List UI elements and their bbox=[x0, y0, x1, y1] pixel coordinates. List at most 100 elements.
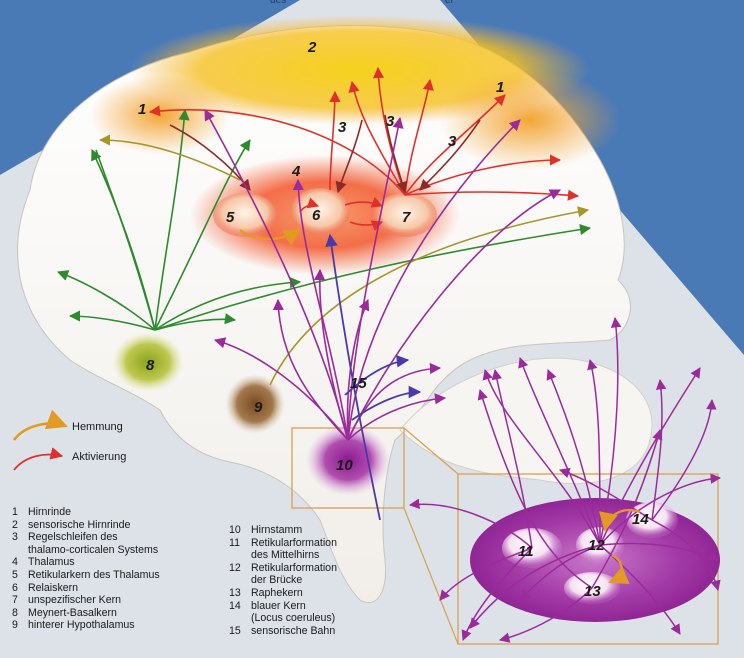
legend-text: thalamo-corticalen Systems bbox=[28, 543, 159, 556]
top-text-fragment-left: des bbox=[270, 0, 287, 6]
label-10: 10 bbox=[336, 457, 353, 474]
legend-text: der Brücke bbox=[251, 574, 303, 587]
legend-number: 15 bbox=[229, 624, 241, 637]
legend-number: 4 bbox=[12, 556, 18, 569]
legend-number bbox=[12, 544, 28, 557]
legend-number: 8 bbox=[12, 606, 18, 619]
sensory-tract bbox=[325, 233, 422, 521]
hypothalamus-region bbox=[225, 374, 285, 434]
legend-item: (Locus coeruleus) bbox=[229, 612, 337, 625]
nucleus-6 bbox=[290, 188, 350, 236]
legend-item: 9 hinterer Hypothalamus bbox=[12, 619, 160, 632]
legend-left: 1 Hirnrinde 2 sensorische Hirnrinde 3 Regelsc… bbox=[12, 506, 160, 632]
legend-item: thalamo-corticalen Systems bbox=[12, 544, 160, 557]
legend-number: 3 bbox=[12, 531, 18, 544]
legend-item: 14 blauer Kern bbox=[229, 600, 337, 613]
label-1-right: 1 bbox=[496, 79, 504, 96]
legend-item: des Mittelhirns bbox=[229, 549, 337, 562]
basal-nucleus-projections bbox=[56, 108, 592, 331]
label-11: 11 bbox=[518, 543, 534, 560]
legend-number: 6 bbox=[12, 581, 18, 594]
legend-text: (Locus coeruleus) bbox=[251, 612, 336, 625]
label-15: 15 bbox=[350, 375, 367, 392]
legend-number: 7 bbox=[12, 594, 18, 607]
label-1-left: 1 bbox=[138, 101, 146, 118]
label-14: 14 bbox=[632, 511, 649, 528]
legend-number: 12 bbox=[229, 561, 241, 574]
legend-text: Retikularformation bbox=[251, 536, 337, 549]
brainstem-inhibition bbox=[598, 508, 641, 585]
nucleus-7 bbox=[373, 193, 437, 237]
legend-number: 14 bbox=[229, 599, 241, 612]
legend-text: Hirnstamm bbox=[251, 524, 303, 536]
top-text-fragment-right: er bbox=[445, 0, 454, 6]
label-4: 4 bbox=[291, 163, 301, 180]
legend-text: hinterer Hypothalamus bbox=[28, 619, 135, 632]
basal-nucleus-region bbox=[112, 332, 184, 392]
legend-item: 4 Thalamus bbox=[12, 556, 160, 569]
legend-number bbox=[229, 549, 251, 562]
legend-number: 2 bbox=[12, 518, 18, 531]
inhibition-key-symbol bbox=[12, 409, 68, 441]
legend-text: Thalamus bbox=[28, 556, 75, 569]
legend-number bbox=[229, 612, 251, 625]
legend-number: 10 bbox=[229, 524, 241, 536]
legend-text: Raphekern bbox=[251, 586, 303, 599]
legend-text: Retikularformation bbox=[251, 561, 337, 574]
legend-number bbox=[229, 574, 251, 587]
label-3-c: 3 bbox=[448, 133, 457, 150]
activation-key-label: Aktivierung bbox=[72, 451, 127, 463]
legend-item: 1 Hirnrinde bbox=[12, 506, 160, 519]
legend-text: des Mittelhirns bbox=[251, 549, 320, 562]
legend-text: blauer Kern bbox=[251, 599, 306, 612]
label-12: 12 bbox=[588, 537, 605, 554]
nucleus-5 bbox=[213, 193, 277, 237]
activation-key-symbol bbox=[13, 447, 64, 471]
legend-number: 1 bbox=[12, 506, 18, 518]
label-6: 6 bbox=[312, 207, 321, 224]
legend-item: der Brücke bbox=[229, 574, 337, 587]
inhibition-arrow-5-6 bbox=[239, 229, 302, 246]
cortex-orange-right bbox=[440, 70, 620, 170]
zoom-connector-bottom bbox=[403, 507, 459, 645]
legend-item: 5 Retikularkern des Thalamus bbox=[12, 569, 160, 582]
legend-item: 10 Hirnstamm bbox=[229, 524, 337, 537]
legend-text: sensorische Bahn bbox=[251, 624, 336, 637]
label-8: 8 bbox=[146, 357, 155, 374]
legend-item: 8 Meynert-Basalkern bbox=[12, 607, 160, 620]
zoom-connector-top bbox=[403, 427, 459, 475]
legend-text: Meynert-Basalkern bbox=[28, 606, 117, 619]
legend-text: sensorische Hirnrinde bbox=[28, 518, 131, 531]
label-3-a: 3 bbox=[338, 119, 347, 136]
legend-text: Retikularkern des Thalamus bbox=[28, 568, 160, 581]
brainstem-projections bbox=[204, 109, 562, 441]
legend-item: 6 Relaiskern bbox=[12, 582, 160, 595]
legend-number: 11 bbox=[229, 536, 240, 549]
legend-number: 13 bbox=[229, 586, 241, 599]
legend-item: 2 sensorische Hirnrinde bbox=[12, 519, 160, 532]
cortex-orange-left bbox=[90, 75, 230, 155]
label-7: 7 bbox=[402, 209, 411, 226]
legend-text: Relaiskern bbox=[28, 581, 79, 594]
legend-number: 5 bbox=[12, 568, 18, 581]
hypothalamus-projections bbox=[98, 134, 590, 386]
legend-number: 9 bbox=[12, 619, 18, 632]
label-9: 9 bbox=[254, 399, 263, 416]
legend-item: 7 unspezifischer Kern bbox=[12, 594, 160, 607]
legend-item: 3 Regelschleifen des bbox=[12, 531, 160, 544]
label-3-b: 3 bbox=[386, 113, 395, 130]
inhibition-key-label: Hemmung bbox=[72, 421, 123, 433]
legend-item: 11 Retikularformation bbox=[229, 537, 337, 550]
legend-item: 15 sensorische Bahn bbox=[229, 625, 337, 638]
legend-text: unspezifischer Kern bbox=[28, 594, 122, 607]
legend-text: Regelschleifen des bbox=[28, 531, 118, 544]
legend-item: 13 Raphekern bbox=[229, 587, 337, 600]
label-13: 13 bbox=[584, 583, 601, 600]
label-5: 5 bbox=[226, 209, 235, 226]
label-2: 2 bbox=[307, 39, 317, 56]
brainstem-region bbox=[306, 424, 390, 496]
legend-item: 12 Retikularformation bbox=[229, 562, 337, 575]
legend-text: Hirnrinde bbox=[28, 506, 71, 518]
